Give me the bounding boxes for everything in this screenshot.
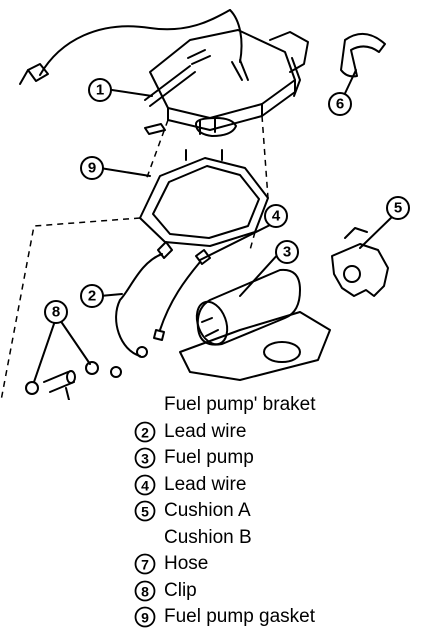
legend-row: 4 Lead wire bbox=[134, 472, 424, 499]
lead-wire-2 bbox=[115, 253, 163, 357]
dashed-guide-4 bbox=[261, 115, 269, 199]
legend-label: Fuel pump' braket bbox=[164, 394, 316, 415]
legend-number-badge: 9 bbox=[134, 606, 156, 628]
legend-label: Fuel pump gasket bbox=[164, 606, 316, 627]
legend-label: Hose bbox=[164, 553, 209, 574]
callout-1: 1 bbox=[96, 82, 104, 99]
callout-3: 3 bbox=[283, 244, 291, 261]
dashed-guide-1 bbox=[0, 217, 141, 400]
connector-plug bbox=[27, 63, 49, 82]
legend-label: Cushion B bbox=[164, 526, 252, 548]
callout-5: 5 bbox=[394, 200, 402, 217]
exploded-diagram: 1 2 3 4 5 6 7 8 9 bbox=[0, 9, 410, 400]
legend-number-badge: 3 bbox=[134, 447, 156, 469]
legend-number-badge: 8 bbox=[134, 580, 156, 602]
legend-number: 3 bbox=[141, 451, 149, 467]
callout-2: 2 bbox=[88, 288, 96, 305]
pump-strainer bbox=[263, 341, 301, 363]
legend-number: 4 bbox=[141, 477, 149, 493]
gasket-inner bbox=[152, 165, 260, 239]
legend-number: 5 bbox=[141, 504, 149, 520]
legend-row: 3 Fuel pump bbox=[134, 445, 424, 472]
callout-4: 4 bbox=[272, 208, 281, 225]
bracket-pipe-2 bbox=[187, 49, 211, 65]
bracket-flange bbox=[269, 31, 309, 73]
legend-row: 8 Clip bbox=[134, 578, 424, 605]
legend-label: Clip bbox=[164, 579, 197, 601]
dashed-guide-2 bbox=[249, 231, 256, 251]
callout-6-circle bbox=[328, 92, 352, 116]
cushion-b bbox=[340, 33, 386, 78]
bracket-bolt bbox=[144, 123, 166, 135]
bracket-filter bbox=[195, 117, 237, 137]
legend-label: Lead wire bbox=[164, 473, 247, 495]
legend-row: Cushion B bbox=[134, 525, 424, 552]
legend-row: 5 Cushion A bbox=[134, 498, 424, 525]
legend-number: 2 bbox=[141, 424, 149, 440]
legend-label: Fuel pump bbox=[164, 447, 254, 468]
legend-label: Lead wire bbox=[164, 420, 247, 442]
legend-number: 9 bbox=[141, 610, 149, 626]
callout-9-circle bbox=[80, 156, 104, 180]
legend-row: 2 Lead wire bbox=[134, 419, 424, 446]
lead-wire-4 bbox=[159, 261, 201, 331]
callout-2-circle bbox=[80, 284, 104, 308]
callout-6: 6 bbox=[336, 96, 344, 113]
callout-3-circle bbox=[275, 240, 299, 264]
callout-8: 8 bbox=[52, 304, 60, 321]
legend-row: 9 Fuel pump gasket bbox=[134, 604, 424, 631]
bracket-plate bbox=[149, 29, 296, 119]
clip-left bbox=[25, 381, 39, 395]
clip-right bbox=[85, 361, 99, 375]
parts-legend: Fuel pump' braket 2 Lead wire 3 Fuel pum… bbox=[134, 392, 424, 631]
harness-cable bbox=[39, 9, 231, 76]
legend-label: Cushion A bbox=[164, 500, 251, 521]
callout-9: 9 bbox=[88, 160, 96, 177]
callout-5-circle bbox=[386, 196, 410, 220]
callout-4-circle bbox=[264, 204, 288, 228]
legend-number-badge: 4 bbox=[134, 474, 156, 496]
legend-number: 7 bbox=[141, 557, 149, 573]
pump-base bbox=[179, 311, 331, 381]
cushion-a bbox=[331, 243, 389, 297]
legend-number-badge: 7 bbox=[134, 553, 156, 575]
legend-number-badge: 5 bbox=[134, 500, 156, 522]
fuel-pump-body bbox=[196, 268, 301, 346]
callout-1-circle bbox=[88, 78, 112, 102]
callout-8-circle bbox=[44, 300, 68, 324]
legend-row: Fuel pump' braket bbox=[134, 392, 424, 419]
bracket-pipe-1 bbox=[144, 65, 196, 107]
harness-cable-end bbox=[229, 9, 243, 63]
fuel-pump-end bbox=[195, 300, 229, 346]
legend-number-badge: 2 bbox=[134, 421, 156, 443]
legend-number: 8 bbox=[141, 583, 149, 599]
legend-row: 7 Hose bbox=[134, 551, 424, 578]
